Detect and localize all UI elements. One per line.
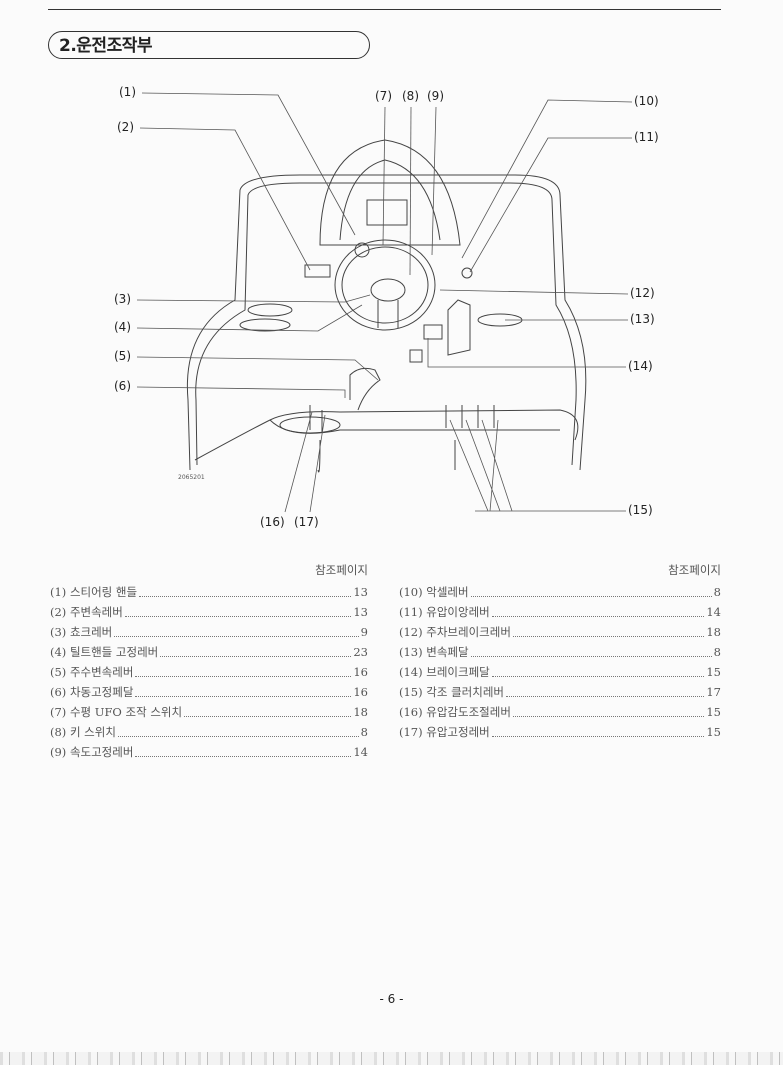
item-label: (2) 주변속레버: [50, 605, 123, 619]
list-item: (6) 차동고정페달 16: [50, 682, 368, 702]
right-reference-list: 참조페이지 (10) 악셀레버 8 (11) 유압이앙레버 14 (12) 주차브레이크…: [399, 562, 721, 742]
item-page: 16: [353, 665, 368, 679]
callout-8: (8): [402, 89, 419, 103]
dot-leader: [512, 635, 705, 637]
list-item: (17) 유압고정레버 15: [399, 722, 721, 742]
callout-14: (14): [628, 359, 653, 373]
callout-2: (2): [117, 120, 134, 134]
item-label: (16) 유압감도조절레버: [399, 705, 511, 719]
item-label: (5) 주수변속레버: [50, 665, 134, 679]
item-page: 18: [706, 625, 721, 639]
reference-header: 참조페이지: [315, 563, 368, 577]
tractor-drawing: [186, 139, 587, 473]
dot-leader: [160, 655, 352, 657]
list-item: (14) 브레이크페달 15: [399, 662, 721, 682]
dot-leader: [470, 595, 712, 597]
list-item: (13) 변속페달 8: [399, 642, 721, 662]
item-label: (14) 브레이크페달: [399, 665, 490, 679]
scan-artifact-strip: [0, 1052, 783, 1065]
list-item: (5) 주수변속레버 16: [50, 662, 368, 682]
callout-9: (9): [427, 89, 444, 103]
callout-1: (1): [119, 85, 136, 99]
item-label: (6) 차동고정페달: [50, 685, 134, 699]
section-title: 2.운전조작부: [48, 31, 370, 59]
dot-leader: [114, 635, 359, 637]
dot-leader: [135, 675, 352, 677]
item-page: 15: [706, 665, 721, 679]
page-number: - 6 -: [379, 992, 404, 1006]
item-page: 18: [353, 705, 368, 719]
item-label: (8) 키 스위치: [50, 725, 116, 739]
control-layout-diagram: [136, 92, 633, 513]
dot-leader: [135, 695, 352, 697]
list-item: (12) 주차브레이크레버 18: [399, 622, 721, 642]
item-label: (11) 유압이앙레버: [399, 605, 490, 619]
item-label: (4) 틸트핸들 고정레버: [50, 645, 159, 659]
dot-leader: [139, 595, 352, 597]
item-page: 8: [360, 725, 368, 739]
list-item: (9) 속도고정레버 14: [50, 742, 368, 762]
dot-leader: [135, 755, 352, 757]
item-page: 15: [706, 705, 721, 719]
item-label: (17) 유압고정레버: [399, 725, 490, 739]
item-page: 23: [353, 645, 368, 659]
item-label: (3) 쵸크레버: [50, 625, 113, 639]
list-item: (7) 수평 UFO 조작 스위치 18: [50, 702, 368, 722]
list-item: (3) 쵸크레버 9: [50, 622, 368, 642]
top-rule: [48, 9, 721, 10]
dot-leader: [491, 735, 705, 737]
item-page: 13: [353, 605, 368, 619]
item-page: 9: [360, 625, 368, 639]
item-label: (1) 스티어링 핸들: [50, 585, 138, 599]
item-page: 14: [706, 605, 721, 619]
callout-5: (5): [114, 349, 131, 363]
list-item: (16) 유압감도조절레버 15: [399, 702, 721, 722]
dot-leader: [491, 615, 705, 617]
item-label: (9) 속도고정레버: [50, 745, 134, 759]
reference-header: 참조페이지: [668, 563, 721, 577]
dot-leader: [184, 715, 352, 717]
dot-leader: [491, 675, 705, 677]
item-page: 17: [706, 685, 721, 699]
callout-13: (13): [630, 312, 655, 326]
dot-leader: [512, 715, 705, 717]
callout-16: (16): [260, 515, 285, 529]
list-item: (8) 키 스위치 8: [50, 722, 368, 742]
item-page: 8: [713, 645, 721, 659]
callout-12: (12): [630, 286, 655, 300]
leader-lines: [136, 92, 633, 513]
callout-3: (3): [114, 292, 131, 306]
callout-11: (11): [634, 130, 659, 144]
item-page: 14: [353, 745, 368, 759]
list-item: (2) 주변속레버 13: [50, 602, 368, 622]
list-item: (1) 스티어링 핸들 13: [50, 582, 368, 602]
list-item: (11) 유압이앙레버 14: [399, 602, 721, 622]
item-label: (13) 변속페달: [399, 645, 469, 659]
list-item: (4) 틸트핸들 고정레버 23: [50, 642, 368, 662]
item-label: (12) 주차브레이크레버: [399, 625, 511, 639]
item-label: (7) 수평 UFO 조작 스위치: [50, 705, 183, 719]
dot-leader: [117, 735, 359, 737]
list-item: (15) 각조 클러치레버 17: [399, 682, 721, 702]
callout-17: (17): [294, 515, 319, 529]
dot-leader: [470, 655, 712, 657]
callout-4: (4): [114, 320, 131, 334]
item-page: 16: [353, 685, 368, 699]
callout-6: (6): [114, 379, 131, 393]
list-item: (10) 악셀레버 8: [399, 582, 721, 602]
dot-leader: [505, 695, 705, 697]
item-label: (10) 악셀레버: [399, 585, 469, 599]
callout-10: (10): [634, 94, 659, 108]
callout-15: (15): [628, 503, 653, 517]
item-page: 8: [713, 585, 721, 599]
item-page: 13: [353, 585, 368, 599]
dot-leader: [124, 615, 352, 617]
item-label: (15) 각조 클러치레버: [399, 685, 504, 699]
callout-7: (7): [375, 89, 392, 103]
figure-code: 2065201: [178, 474, 205, 481]
item-page: 15: [706, 725, 721, 739]
